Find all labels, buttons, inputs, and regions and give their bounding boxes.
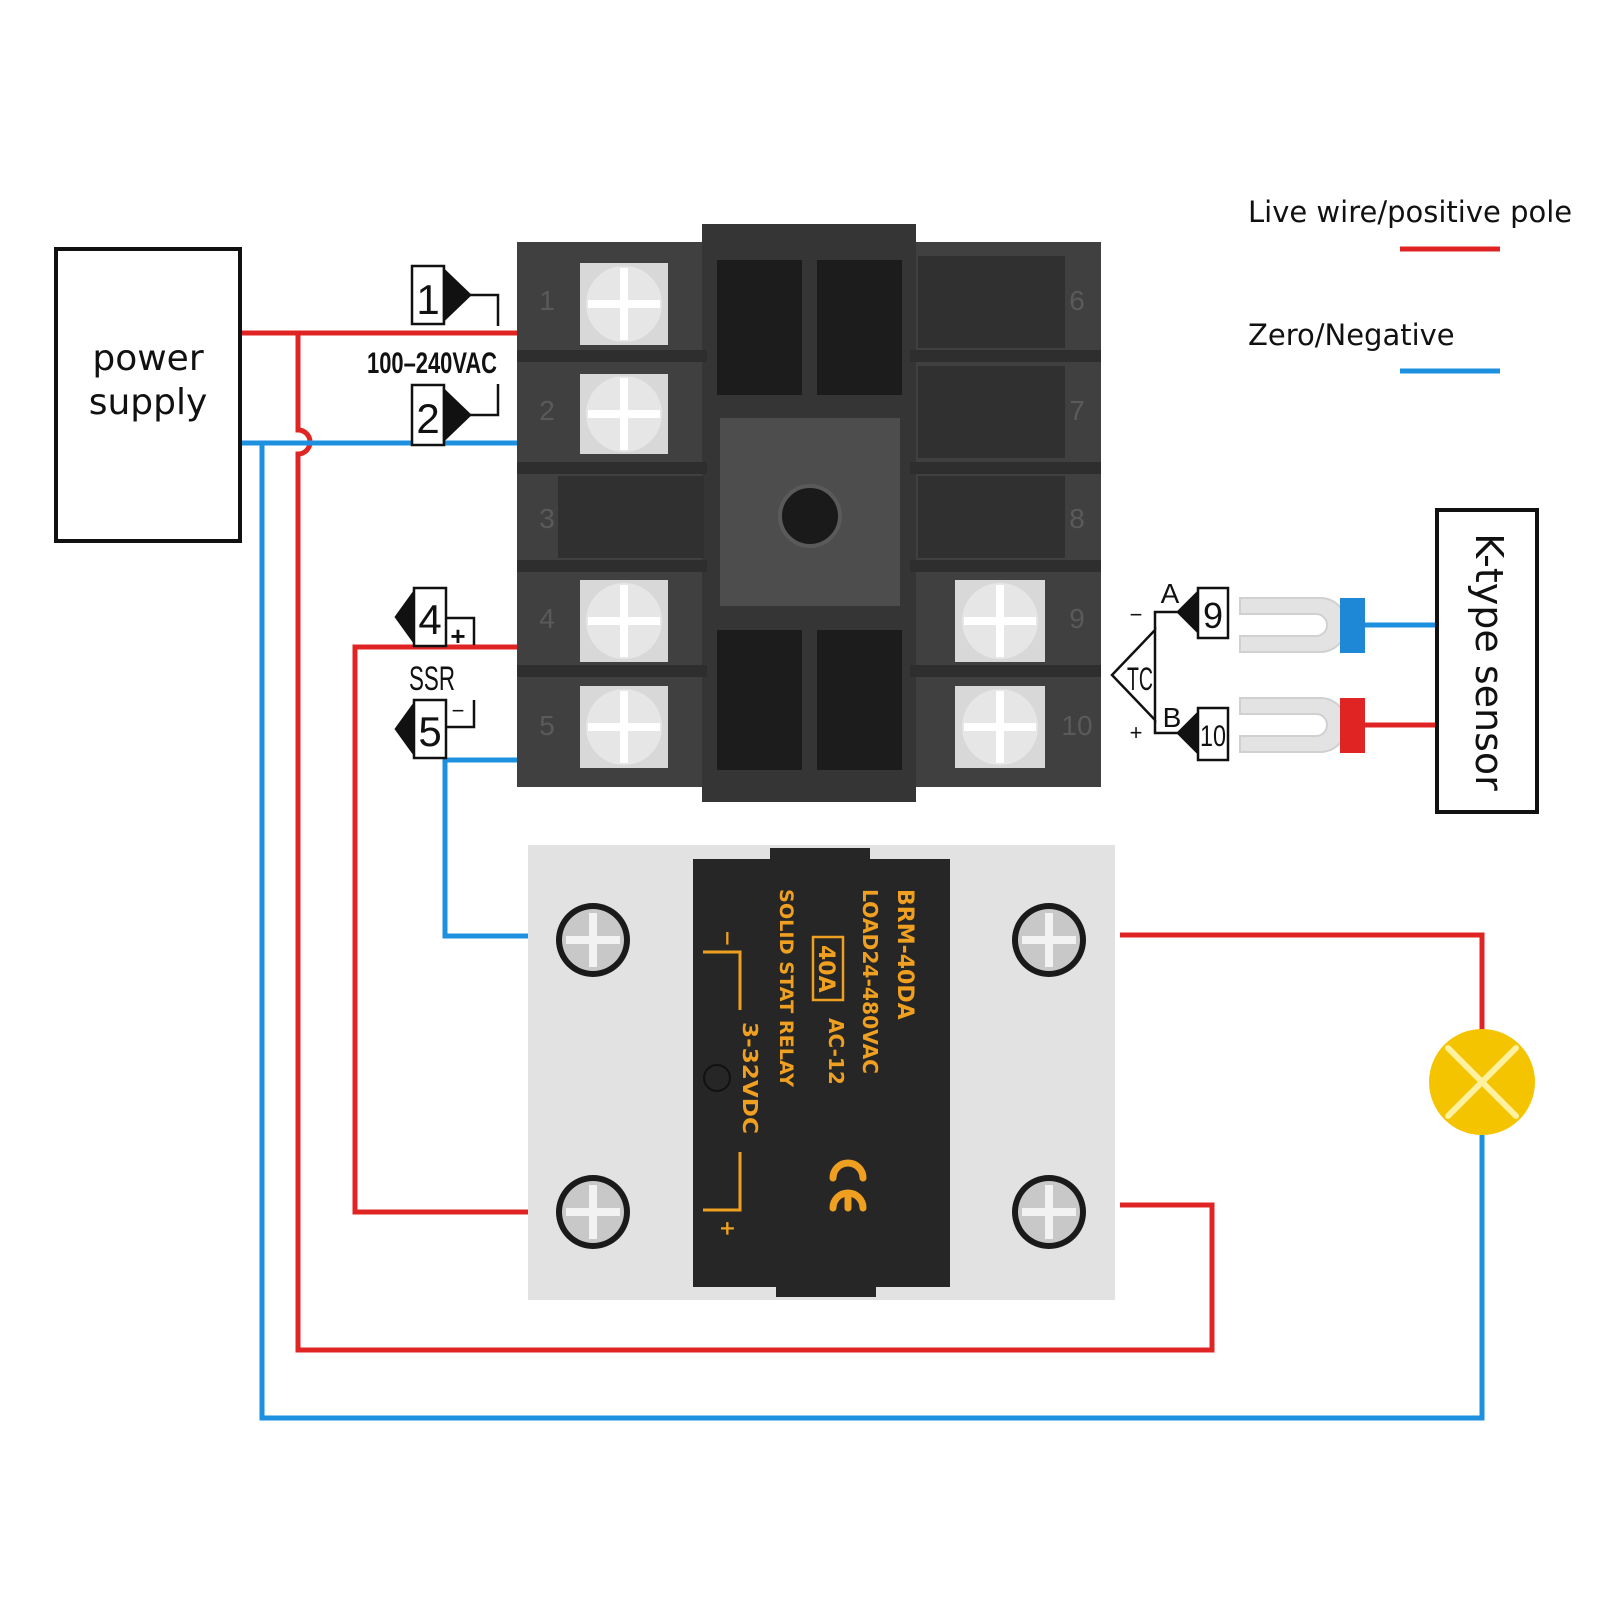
ssr-input-bracket-top	[703, 950, 742, 1010]
ssr-screw-load-1[interactable]	[1012, 903, 1086, 977]
sensor-lug-red-sleeve	[1340, 698, 1365, 753]
ssr-screw-load-2[interactable]	[1012, 1175, 1086, 1249]
socket-number-4: 4	[539, 603, 555, 634]
power-supply-label-line2: supply	[89, 382, 208, 423]
screw-terminal-4[interactable]	[580, 580, 668, 662]
socket-number-10: 10	[1061, 710, 1092, 741]
k-type-sensor: K-type sensor	[1435, 508, 1539, 814]
pin-5-minus: −	[452, 698, 465, 723]
wire-t5-to-ssr-minus	[442, 757, 530, 939]
socket-mount-hole	[778, 484, 842, 548]
sensor-lug-blue-sleeve	[1340, 598, 1365, 653]
ssr-led-indicator	[703, 1064, 731, 1092]
ssr-load: LOAD24-480VAC	[858, 889, 882, 1074]
pin-label-4: 4	[418, 596, 441, 643]
socket-number-7: 7	[1069, 395, 1085, 426]
socket-slot-top-right	[817, 260, 902, 395]
sensor-box	[1435, 508, 1539, 814]
socket-number-5: 5	[539, 710, 555, 741]
legend-live-label: Live wire/positive pole	[1248, 195, 1572, 229]
socket-number-2: 2	[539, 395, 555, 426]
ssr-input-plus: +	[716, 1220, 740, 1237]
socket-slot-bottom-right	[817, 630, 902, 770]
socket-cell-8	[918, 476, 1065, 558]
screw-terminal-1[interactable]	[580, 263, 668, 345]
ssr-input-minus: −	[716, 930, 740, 947]
ssr-screw-input-minus[interactable]	[556, 903, 630, 977]
tc-minus: −	[1130, 602, 1143, 627]
voltage-label: 100–240VAC	[367, 347, 497, 380]
power-supply-box	[54, 247, 242, 543]
power-supply: power supply	[54, 247, 242, 543]
socket-cell-7	[918, 366, 1065, 458]
pin-label-10: 10	[1200, 720, 1226, 753]
pin-symbol-4	[394, 586, 476, 648]
pin-label-2: 2	[416, 395, 439, 442]
ssr-ac-class: AC-12	[824, 1018, 848, 1085]
socket-number-8: 8	[1069, 503, 1085, 534]
ssr-type: SOLID STAT RELAY	[775, 889, 797, 1087]
solid-state-relay: BRM-40DA LOAD24-480VAC AC-12 SOLID STAT …	[528, 845, 1115, 1300]
ce-mark	[829, 1159, 867, 1212]
tc-a-label: A	[1161, 578, 1180, 609]
lamp-x-icon	[1445, 1045, 1519, 1119]
ssr-input-bracket-bottom	[703, 1152, 742, 1212]
socket-number-6: 6	[1069, 285, 1085, 316]
ssr-current-box	[811, 935, 845, 1002]
tc-label: TC	[1127, 661, 1153, 697]
wire-neutral-to-lamp	[259, 443, 1485, 1421]
socket-cell-3	[558, 476, 704, 558]
terminal-screws	[580, 263, 1045, 768]
wire-live-to-ssr-load	[295, 333, 1215, 1353]
screw-terminal-2[interactable]	[580, 374, 668, 454]
pin-symbol-1	[410, 264, 500, 326]
socket-number-1: 1	[539, 285, 555, 316]
ssr-model: BRM-40DA	[892, 889, 917, 1020]
sensor-lug-red	[1239, 697, 1365, 753]
sensor-lug-blue	[1239, 597, 1365, 653]
wire-ssr-to-lamp	[1120, 932, 1485, 1030]
pin-label-5: 5	[418, 708, 441, 755]
socket-slot-bottom-left	[717, 630, 802, 770]
screw-terminal-5[interactable]	[580, 686, 668, 768]
ssr-screw-input-plus[interactable]	[556, 1175, 630, 1249]
thermocouple-symbol	[1110, 586, 1230, 762]
tc-plus: +	[1130, 720, 1143, 745]
screw-terminal-10[interactable]	[955, 686, 1045, 768]
ssr-input: 3-32VDC	[738, 1022, 762, 1134]
controller-socket: 1 2 3 4 5 6 7 8 9 10	[517, 224, 1101, 802]
pin-symbol-5	[394, 698, 476, 760]
sensor-label: K-type sensor	[1467, 533, 1511, 791]
socket-cell-6	[918, 256, 1065, 348]
tc-b-label: B	[1163, 702, 1182, 733]
lamp	[1429, 1029, 1535, 1135]
pin-label-9: 9	[1203, 595, 1223, 636]
socket-number-3: 3	[539, 503, 555, 534]
pin-label-1: 1	[416, 276, 439, 323]
pin-symbol-2	[410, 383, 500, 447]
socket-slot-top-left	[717, 260, 802, 395]
socket-number-9: 9	[1069, 603, 1085, 634]
power-supply-label-line1: power	[92, 338, 203, 379]
ssr-label: SSR	[409, 660, 455, 698]
legend-neutral-label: Zero/Negative	[1248, 318, 1455, 352]
screw-terminal-9[interactable]	[955, 580, 1045, 662]
pin-4-plus: +	[450, 621, 465, 651]
socket-ribs	[517, 350, 1101, 677]
ssr-body	[693, 859, 950, 1287]
ssr-current: 40A	[813, 945, 838, 993]
